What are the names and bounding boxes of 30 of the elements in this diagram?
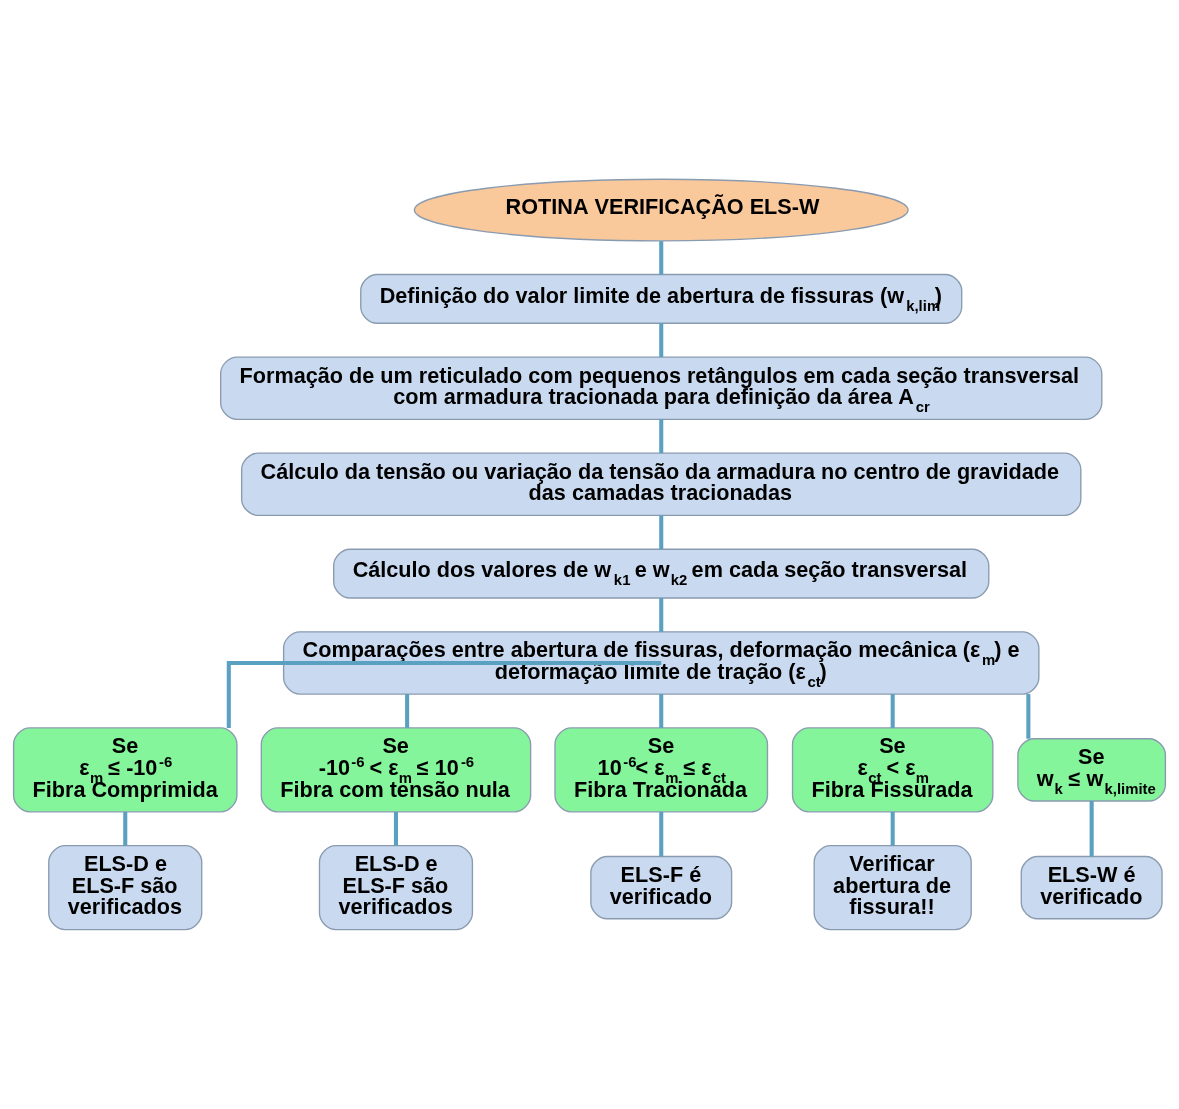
connector (890, 694, 895, 728)
connector (405, 694, 410, 728)
connector (890, 811, 895, 846)
connector (393, 811, 398, 846)
node-box: Formação de um reticulado com pequenos retângulos em cada seção transversal com armadura tracionada para definição da área A$_{cr}$ (220, 356, 1103, 420)
connector (226, 660, 662, 728)
node-box: Se ε$_{m}$ ≤ -10$^{-6}$ Fibra Comprimida (12, 727, 238, 813)
connector (659, 323, 664, 358)
connector (659, 241, 664, 275)
node-box: ELS-F é verificado (590, 855, 733, 920)
node-box: Se -10$^{-6}$ < ε$_{m}$ ≤ 10$^{-6}$ Fibra com tensão nula (260, 727, 532, 813)
node-box: Se w$_{k}$ ≤ w$_{k,limite}$ (1017, 738, 1167, 802)
connector (1026, 694, 1031, 739)
connector (659, 811, 664, 857)
node-box: Se 10$^{-6}$< ε$_{m}$ ≤ ε$_{ct}$ Fibra Tracionada (554, 727, 769, 813)
node-box: Verificar abertura de fissura!! (813, 845, 972, 931)
connector (659, 515, 664, 550)
node-box: Definição do valor limite de abertura de fissuras (w$_{k,lim}$) (360, 273, 963, 324)
connector (1089, 801, 1094, 857)
node-box: Cálculo da tensão ou variação da tensão da armadura no centro de gravidade das camadas tracionadas (240, 452, 1082, 517)
connector (659, 419, 664, 454)
node-box: ELS-D e ELS-F são verificados (48, 845, 203, 931)
connector (659, 598, 664, 632)
node-box: ELS-W é verificado (1020, 855, 1163, 920)
connector (659, 694, 664, 728)
node-ellipse: ROTINA VERIFICAÇÃO ELS-W (413, 178, 909, 242)
connector (123, 811, 128, 846)
node-box: Cálculo dos valores de w$_{k1}$ e w$_{k2}$ em cada seção transversal (333, 548, 990, 599)
node-box: Comparações entre abertura de fissuras, deformação mecânica (ε$_{m}$) e deformação limite de tração (ε$_{ct}$) (282, 631, 1040, 695)
node-box: ELS-D e ELS-F são verificados (318, 845, 474, 931)
